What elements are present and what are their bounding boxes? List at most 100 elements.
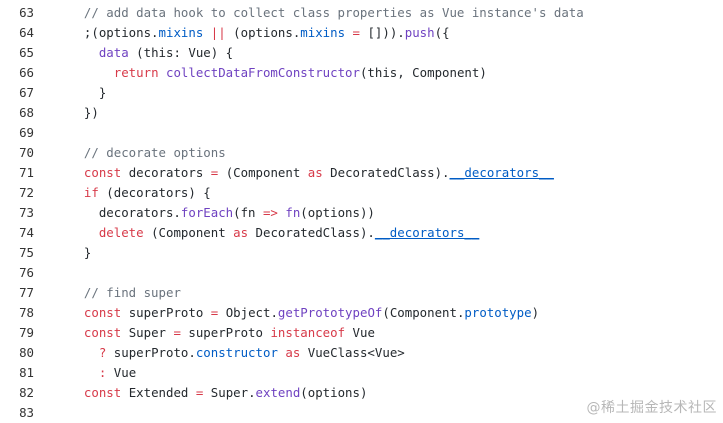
code-token: (this: Vue) { (128, 45, 234, 60)
code-line: 68 }) (0, 103, 723, 123)
code-token (69, 365, 99, 380)
line-number: 72 (19, 185, 34, 200)
code-token: superProto. (106, 345, 196, 360)
code-token: Vue (106, 365, 137, 380)
code-token: __decorators__ (449, 165, 554, 180)
code-token: VueClass<Vue> (300, 345, 405, 360)
code-token (69, 325, 84, 340)
code-text: // add data hook to collect class proper… (34, 3, 723, 23)
line-number: 79 (19, 325, 34, 340)
line-number: 81 (19, 365, 34, 380)
code-line: 64 ;(options.mixins || (options.mixins =… (0, 23, 723, 43)
code-token: push (404, 25, 435, 40)
code-line: 78 const superProto = Object.getPrototyp… (0, 303, 723, 323)
code-token: } (69, 85, 107, 100)
code-text: if (decorators) { (34, 183, 723, 203)
code-line: 67 } (0, 83, 723, 103)
code-token: prototype (464, 305, 532, 320)
code-line: 73 decorators.forEach(fn => fn(options)) (0, 203, 723, 223)
code-text: const decorators = (Component as Decorat… (34, 163, 723, 183)
code-token: (options) (300, 385, 368, 400)
code-token: ) (531, 305, 540, 320)
code-token: Super. (203, 385, 256, 400)
code-token: if (83, 185, 99, 200)
code-token: = (352, 25, 360, 40)
code-line: 83 (0, 403, 723, 423)
code-text: ? superProto.constructor as VueClass<Vue… (34, 343, 723, 363)
code-token: const (83, 325, 122, 340)
code-token: = (210, 165, 219, 180)
code-line: 81 : Vue (0, 363, 723, 383)
code-line: 80 ? superProto.constructor as VueClass<… (0, 343, 723, 363)
code-token: as (285, 345, 301, 360)
code-token: (options. (225, 25, 301, 40)
line-number: 65 (19, 45, 34, 60)
code-token: (Component (218, 165, 308, 180)
code-text: : Vue (34, 363, 723, 383)
code-token: = (195, 385, 204, 400)
line-number: 80 (19, 345, 34, 360)
line-number: 69 (19, 125, 34, 140)
code-line: 63 // add data hook to collect class pro… (0, 3, 723, 23)
code-token (69, 345, 99, 360)
code-text (34, 123, 723, 143)
code-token: } (69, 245, 92, 260)
code-text: ;(options.mixins || (options.mixins = []… (34, 23, 723, 43)
code-line: 69 (0, 123, 723, 143)
line-number: 82 (19, 385, 34, 400)
code-line: 74 delete (Component as DecoratedClass).… (0, 223, 723, 243)
code-token: superProto (121, 305, 211, 320)
code-token: extend (255, 385, 301, 400)
code-token: (this, Component) (359, 65, 487, 80)
watermark: @稀土掘金技术社区 (586, 400, 717, 416)
code-token (69, 305, 84, 320)
code-token: collectDataFromConstructor (166, 65, 360, 80)
code-line: 75 } (0, 243, 723, 263)
code-token: Object. (218, 305, 278, 320)
line-number: 78 (19, 305, 34, 320)
code-text: data (this: Vue) { (34, 43, 723, 63)
code-token: // add data hook to collect class proper… (83, 5, 584, 20)
code-token: return (113, 65, 159, 80)
code-token: as (233, 225, 249, 240)
code-token: (Component. (382, 305, 465, 320)
code-token: const (83, 165, 122, 180)
code-token: DecoratedClass). (248, 225, 375, 240)
line-number: 74 (19, 225, 34, 240)
line-number: 67 (19, 85, 34, 100)
code-token: data (98, 45, 129, 60)
code-token (69, 5, 84, 20)
code-token: [])). (360, 25, 405, 40)
line-number: 70 (19, 145, 34, 160)
code-text: } (34, 83, 723, 103)
line-number: 77 (19, 285, 34, 300)
code-text: }) (34, 103, 723, 123)
code-token: // find super (83, 285, 181, 300)
code-token: // decorate options (83, 145, 226, 160)
code-token: constructor (195, 345, 278, 360)
code-text: } (34, 243, 723, 263)
code-text: decorators.forEach(fn => fn(options)) (34, 203, 723, 223)
code-token: (fn (233, 205, 263, 220)
code-token: const (83, 385, 122, 400)
code-line: 72 if (decorators) { (0, 183, 723, 203)
code-line: 65 data (this: Vue) { (0, 43, 723, 63)
code-token (345, 25, 352, 40)
code-text: const superProto = Object.getPrototypeOf… (34, 303, 723, 323)
code-token: mixins (158, 25, 204, 40)
code-token (69, 65, 114, 80)
code-token: Super (121, 325, 174, 340)
code-line: 82 const Extended = Super.extend(options… (0, 383, 723, 403)
line-number: 83 (19, 405, 34, 420)
code-line: 77 // find super (0, 283, 723, 303)
code-text: delete (Component as DecoratedClass).__d… (34, 223, 723, 243)
code-token (69, 385, 84, 400)
line-number: 71 (19, 165, 34, 180)
code-token: (Component (143, 225, 234, 240)
code-token: decorators (121, 165, 211, 180)
code-text: // find super (34, 283, 723, 303)
line-number: 76 (19, 265, 34, 280)
code-token: || (210, 25, 226, 40)
code-token: getPrototypeOf (277, 305, 383, 320)
code-token: decorators. (69, 205, 181, 220)
